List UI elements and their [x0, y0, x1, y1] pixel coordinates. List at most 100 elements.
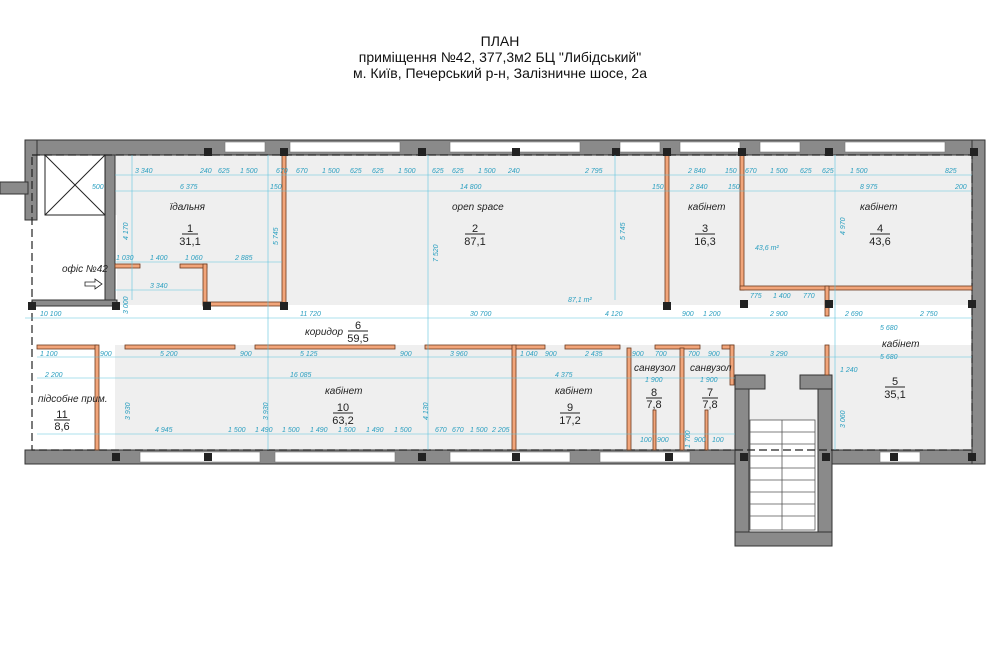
dimension-label: 4 945	[155, 427, 173, 434]
dimension-label: 8 975	[860, 184, 878, 191]
dimension-label: 1 400	[150, 255, 168, 262]
dimension-label: 900	[240, 351, 252, 358]
dimension-label: 3 290	[770, 351, 788, 358]
dimension-label: 1 500	[338, 427, 356, 434]
dimension-label: 3 000	[123, 296, 130, 314]
dimension-label: 625	[432, 168, 444, 175]
room-name: кабінет	[688, 201, 725, 213]
dimension-label: 625	[800, 168, 812, 175]
dimension-label: 1 200	[703, 311, 721, 318]
dimension-label: 1 500	[322, 168, 340, 175]
dimension-label: 2 200	[44, 372, 63, 379]
dimension-label: 1 490	[366, 427, 384, 434]
dimension-label: 1 400	[773, 293, 791, 300]
dimension-label: 2 840	[687, 168, 706, 175]
room-8: санвузол 8 7,8	[634, 363, 676, 411]
office-entry	[32, 215, 117, 305]
dimension-label: 1 500	[770, 168, 788, 175]
dimension-lines	[25, 155, 972, 450]
room-number: 9	[567, 402, 573, 414]
dimension-label: 1 500	[240, 168, 258, 175]
dimension-label: 150	[728, 184, 740, 191]
dimension-label: 900	[632, 351, 644, 358]
dimension-label: 2 690	[844, 311, 863, 318]
dimension-label: 1 490	[310, 427, 328, 434]
dimension-label: 1 900	[645, 377, 663, 384]
plan-subtitle: приміщення №42, 377,3м2 БЦ "Либідський"	[358, 49, 642, 65]
dimension-label: 2 900	[769, 311, 788, 318]
dimension-label: 5 125	[300, 351, 318, 358]
room-area: 63,2	[332, 415, 353, 427]
dimension-label: 3 060	[840, 410, 847, 428]
dimension-label: 900	[694, 437, 706, 444]
columns	[28, 148, 978, 461]
room-9: кабінет 9 17,2	[555, 385, 592, 427]
room-7: санвузол 7 7,8	[690, 363, 732, 411]
dimension-label: 5 745	[273, 227, 280, 245]
room-number: 11	[56, 409, 67, 421]
dimension-label: 775	[750, 293, 762, 300]
corridor-floor	[32, 305, 977, 345]
dimension-label: 7 520	[433, 244, 440, 262]
dimension-label: 670	[452, 427, 464, 434]
dimension-label: 30 700	[470, 311, 492, 318]
room-number: 8	[651, 387, 657, 399]
room-area: 8,6	[54, 421, 69, 433]
room-number: 6	[355, 320, 361, 332]
room-name: кабінет	[555, 385, 592, 397]
area-note: 43,6 m²	[755, 245, 779, 252]
staircase	[749, 419, 816, 531]
room-area: 7,8	[646, 399, 661, 411]
dimension-label: 1 500	[228, 427, 246, 434]
dimension-label: 1 500	[394, 427, 412, 434]
dimension-label: 670	[435, 427, 447, 434]
room-area: 31,1	[179, 236, 200, 248]
dimension-label: 3 930	[125, 402, 132, 420]
room-name: коридор	[305, 327, 343, 338]
dimension-label: 4 130	[423, 402, 430, 420]
dimension-label: 700	[655, 351, 667, 358]
room-2: open space 2 87,1	[452, 202, 504, 248]
dimension-label: 700	[688, 351, 700, 358]
room-name: кабінет	[860, 201, 897, 213]
room-area: 87,1	[464, 236, 485, 248]
dimension-label: 2 750	[919, 311, 938, 318]
room-area: 7,8	[702, 399, 717, 411]
dimension-label: 3 960	[450, 351, 468, 358]
dimension-label: 670	[745, 168, 757, 175]
dimension-label: 100	[712, 437, 724, 444]
dimension-label: 240	[507, 168, 520, 175]
dimension-label: 900	[400, 351, 412, 358]
room-number: 7	[707, 387, 713, 399]
room-number: 4	[877, 223, 883, 235]
dimension-label: 1 240	[840, 367, 858, 374]
room-name: санвузол	[634, 363, 676, 374]
dimension-label: 5 680	[880, 354, 898, 361]
partitions	[36, 154, 973, 451]
dimension-label: 150	[270, 184, 282, 191]
dimension-label: 670	[296, 168, 308, 175]
room-name: підсобне прим.	[38, 393, 108, 405]
dimension-label: 900	[545, 351, 557, 358]
dimension-label: 1 100	[40, 351, 58, 358]
dimension-label: 1 500	[282, 427, 300, 434]
room-name: кабінет	[325, 385, 362, 397]
dimension-label: 900	[708, 351, 720, 358]
dimension-label: 1 500	[850, 168, 868, 175]
room-number: 1	[187, 223, 193, 235]
room-10: кабінет 10 63,2	[325, 385, 362, 427]
dimension-label: 1 500	[398, 168, 416, 175]
dimension-label: 200	[954, 184, 967, 191]
room-name: open space	[452, 202, 504, 213]
dimension-label: 4 120	[605, 311, 623, 318]
room-3: кабінет 3 16,3	[688, 201, 725, 248]
dimension-label: 625	[218, 168, 230, 175]
dimension-label: 500	[92, 184, 104, 191]
dimension-label: 5 200	[160, 351, 178, 358]
dimension-label: 11 720	[300, 311, 321, 318]
dimension-label: 1 500	[478, 168, 496, 175]
dimension-label: 1 060	[185, 255, 203, 262]
room-area: 43,6	[869, 236, 890, 248]
plan-title: ПЛАН	[480, 33, 520, 49]
